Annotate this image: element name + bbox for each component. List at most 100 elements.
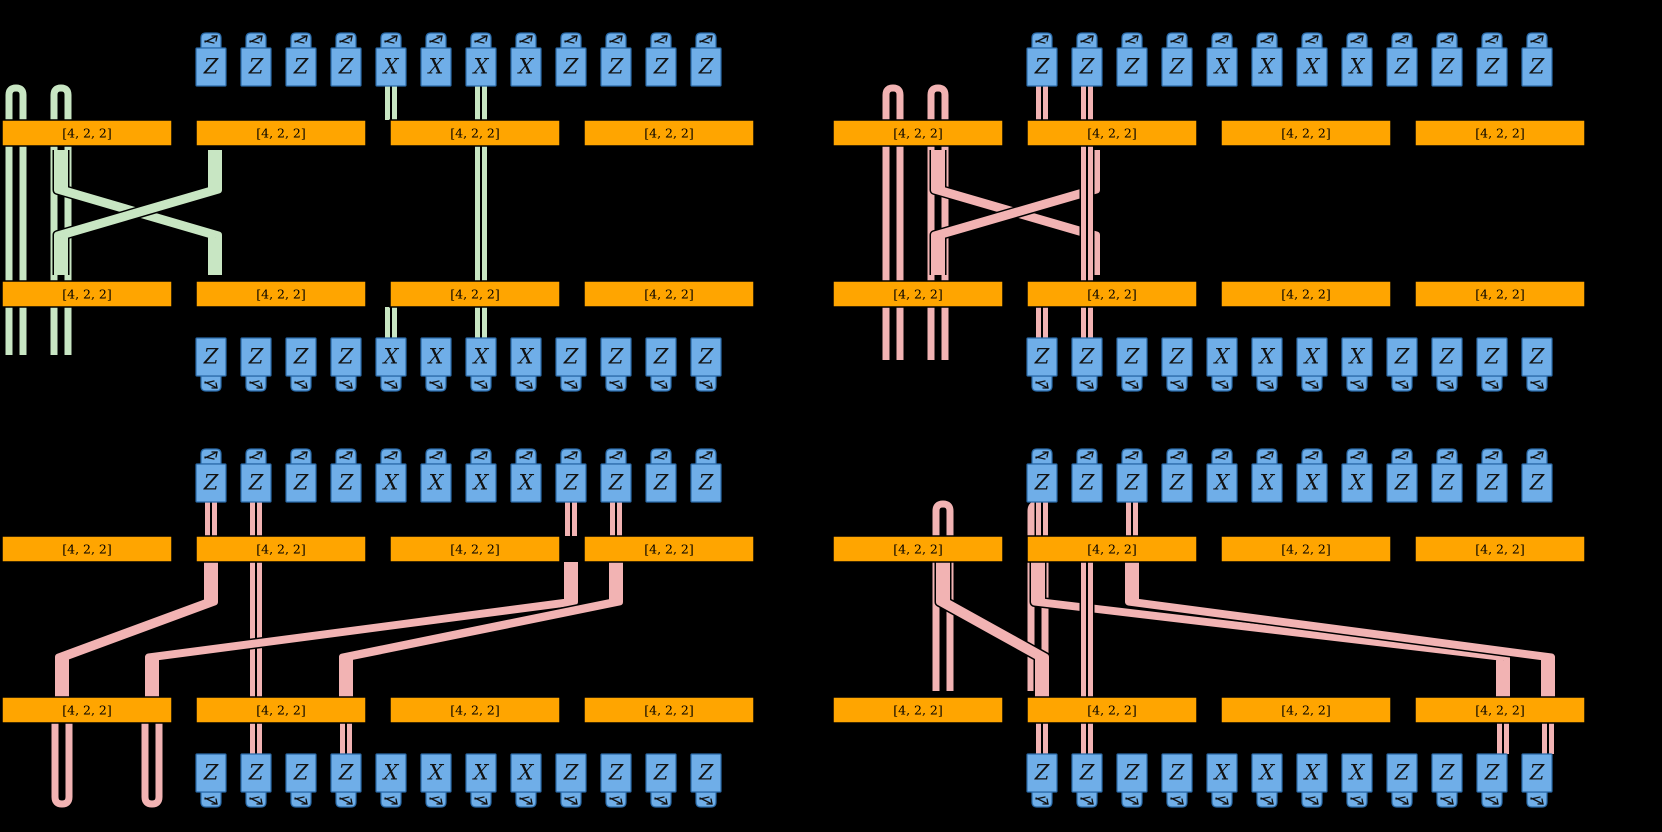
- qubit-bottom-1[interactable]: Z: [240, 753, 272, 808]
- code-block-top-3[interactable]: [4, 2, 2]: [1414, 535, 1586, 563]
- qubit-top-10[interactable]: Z: [1476, 448, 1508, 503]
- qubit-top-2[interactable]: Z: [1116, 32, 1148, 87]
- qubit-bottom-5[interactable]: X: [420, 337, 452, 392]
- qubit-bottom-1[interactable]: Z: [1071, 337, 1103, 392]
- code-block-top-0[interactable]: [4, 2, 2]: [1, 535, 173, 563]
- qubit-top-7[interactable]: X: [1341, 448, 1373, 503]
- qubit-top-3[interactable]: Z: [1161, 448, 1193, 503]
- qubit-bottom-11[interactable]: Z: [690, 753, 722, 808]
- qubit-bottom-9[interactable]: Z: [1431, 753, 1463, 808]
- qubit-bottom-4[interactable]: X: [375, 337, 407, 392]
- code-block-top-0[interactable]: [4, 2, 2]: [832, 535, 1004, 563]
- qubit-bottom-2[interactable]: Z: [285, 337, 317, 392]
- qubit-bottom-8[interactable]: Z: [555, 337, 587, 392]
- code-block-top-0[interactable]: [4, 2, 2]: [1, 119, 173, 147]
- code-block-top-1[interactable]: [4, 2, 2]: [1026, 119, 1198, 147]
- qubit-top-2[interactable]: Z: [285, 32, 317, 87]
- qubit-bottom-5[interactable]: X: [1251, 753, 1283, 808]
- qubit-top-6[interactable]: X: [1296, 448, 1328, 503]
- qubit-top-7[interactable]: X: [510, 448, 542, 503]
- qubit-top-4[interactable]: X: [375, 448, 407, 503]
- qubit-top-0[interactable]: Z: [1026, 32, 1058, 87]
- qubit-top-3[interactable]: Z: [330, 448, 362, 503]
- qubit-top-0[interactable]: Z: [195, 32, 227, 87]
- code-block-top-2[interactable]: [4, 2, 2]: [1220, 535, 1392, 563]
- qubit-top-0[interactable]: Z: [195, 448, 227, 503]
- code-block-top-2[interactable]: [4, 2, 2]: [1220, 119, 1392, 147]
- qubit-bottom-5[interactable]: X: [420, 753, 452, 808]
- qubit-bottom-6[interactable]: X: [465, 337, 497, 392]
- qubit-top-5[interactable]: X: [420, 448, 452, 503]
- qubit-bottom-9[interactable]: Z: [600, 753, 632, 808]
- qubit-bottom-2[interactable]: Z: [1116, 753, 1148, 808]
- qubit-top-1[interactable]: Z: [240, 32, 272, 87]
- qubit-top-5[interactable]: X: [1251, 448, 1283, 503]
- qubit-bottom-1[interactable]: Z: [1071, 753, 1103, 808]
- qubit-top-5[interactable]: X: [420, 32, 452, 87]
- code-block-top-0[interactable]: [4, 2, 2]: [832, 119, 1004, 147]
- qubit-top-6[interactable]: X: [465, 448, 497, 503]
- qubit-top-6[interactable]: X: [465, 32, 497, 87]
- code-block-bottom-0[interactable]: [4, 2, 2]: [832, 280, 1004, 308]
- code-block-bottom-3[interactable]: [4, 2, 2]: [583, 280, 755, 308]
- qubit-top-10[interactable]: Z: [645, 448, 677, 503]
- qubit-top-1[interactable]: Z: [1071, 32, 1103, 87]
- qubit-bottom-1[interactable]: Z: [240, 337, 272, 392]
- qubit-bottom-3[interactable]: Z: [1161, 337, 1193, 392]
- code-block-bottom-3[interactable]: [4, 2, 2]: [1414, 280, 1586, 308]
- qubit-bottom-11[interactable]: Z: [690, 337, 722, 392]
- qubit-top-9[interactable]: Z: [1431, 448, 1463, 503]
- qubit-bottom-7[interactable]: X: [1341, 753, 1373, 808]
- qubit-bottom-9[interactable]: Z: [1431, 337, 1463, 392]
- code-block-top-2[interactable]: [4, 2, 2]: [389, 535, 561, 563]
- code-block-bottom-1[interactable]: [4, 2, 2]: [195, 280, 367, 308]
- qubit-top-8[interactable]: Z: [555, 32, 587, 87]
- code-block-bottom-2[interactable]: [4, 2, 2]: [1220, 696, 1392, 724]
- qubit-top-8[interactable]: Z: [1386, 32, 1418, 87]
- code-block-top-1[interactable]: [4, 2, 2]: [1026, 535, 1198, 563]
- qubit-top-3[interactable]: Z: [1161, 32, 1193, 87]
- qubit-top-11[interactable]: Z: [1521, 32, 1553, 87]
- qubit-top-11[interactable]: Z: [690, 32, 722, 87]
- code-block-bottom-0[interactable]: [4, 2, 2]: [832, 696, 1004, 724]
- code-block-top-2[interactable]: [4, 2, 2]: [389, 119, 561, 147]
- qubit-bottom-11[interactable]: Z: [1521, 753, 1553, 808]
- qubit-bottom-3[interactable]: Z: [330, 753, 362, 808]
- qubit-bottom-9[interactable]: Z: [600, 337, 632, 392]
- qubit-bottom-4[interactable]: X: [1206, 337, 1238, 392]
- qubit-bottom-6[interactable]: X: [1296, 337, 1328, 392]
- qubit-bottom-10[interactable]: Z: [1476, 753, 1508, 808]
- qubit-bottom-6[interactable]: X: [465, 753, 497, 808]
- code-block-top-1[interactable]: [4, 2, 2]: [195, 119, 367, 147]
- qubit-top-0[interactable]: Z: [1026, 448, 1058, 503]
- qubit-bottom-7[interactable]: X: [510, 337, 542, 392]
- qubit-bottom-8[interactable]: Z: [555, 753, 587, 808]
- qubit-top-7[interactable]: X: [1341, 32, 1373, 87]
- code-block-top-3[interactable]: [4, 2, 2]: [583, 119, 755, 147]
- qubit-bottom-2[interactable]: Z: [1116, 337, 1148, 392]
- qubit-top-3[interactable]: Z: [330, 32, 362, 87]
- qubit-bottom-7[interactable]: X: [510, 753, 542, 808]
- qubit-top-4[interactable]: X: [375, 32, 407, 87]
- qubit-top-10[interactable]: Z: [645, 32, 677, 87]
- qubit-bottom-2[interactable]: Z: [285, 753, 317, 808]
- qubit-top-5[interactable]: X: [1251, 32, 1283, 87]
- qubit-bottom-10[interactable]: Z: [1476, 337, 1508, 392]
- qubit-bottom-3[interactable]: Z: [330, 337, 362, 392]
- qubit-bottom-11[interactable]: Z: [1521, 337, 1553, 392]
- qubit-top-8[interactable]: Z: [1386, 448, 1418, 503]
- qubit-top-6[interactable]: X: [1296, 32, 1328, 87]
- qubit-top-1[interactable]: Z: [240, 448, 272, 503]
- qubit-top-9[interactable]: Z: [600, 32, 632, 87]
- qubit-bottom-8[interactable]: Z: [1386, 753, 1418, 808]
- code-block-bottom-1[interactable]: [4, 2, 2]: [1026, 696, 1198, 724]
- qubit-top-9[interactable]: Z: [600, 448, 632, 503]
- qubit-top-8[interactable]: Z: [555, 448, 587, 503]
- code-block-bottom-3[interactable]: [4, 2, 2]: [1414, 696, 1586, 724]
- qubit-bottom-0[interactable]: Z: [195, 337, 227, 392]
- qubit-top-9[interactable]: Z: [1431, 32, 1463, 87]
- qubit-bottom-10[interactable]: Z: [645, 337, 677, 392]
- code-block-bottom-1[interactable]: [4, 2, 2]: [195, 696, 367, 724]
- code-block-top-3[interactable]: [4, 2, 2]: [1414, 119, 1586, 147]
- qubit-bottom-5[interactable]: X: [1251, 337, 1283, 392]
